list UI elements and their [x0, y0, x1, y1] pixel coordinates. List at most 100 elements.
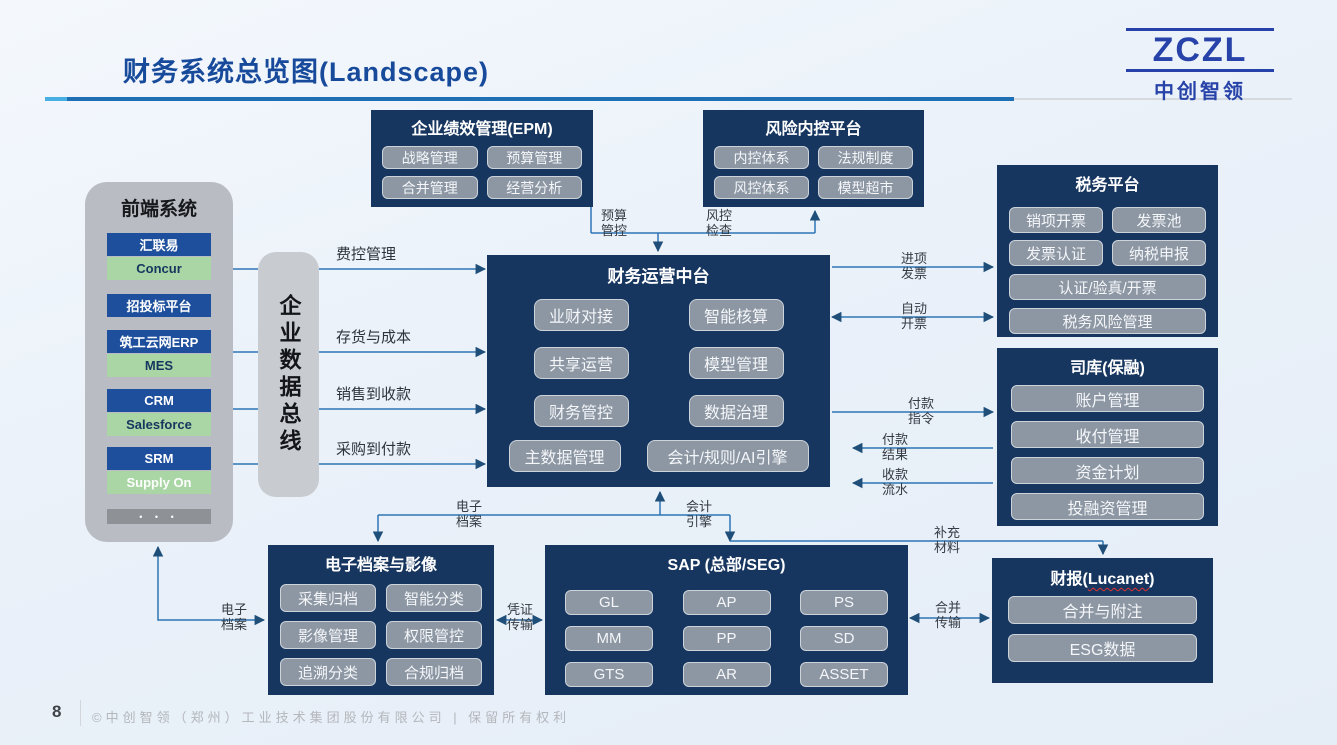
treasury-item-fund-planning: 资金计划: [1011, 457, 1204, 484]
tax-item-invoice-pool: 发票池: [1112, 207, 1206, 233]
archive-item-collect: 采集归档: [280, 584, 376, 612]
flow-label-procure-to-pay: 采购到付款: [336, 441, 412, 458]
core-item-business-finance: 业财对接: [533, 299, 629, 331]
frontend-item-crm: CRM: [107, 389, 211, 412]
frontend-item-mes: MES: [107, 354, 211, 377]
title-underline-main: [67, 97, 1014, 101]
company-logo: ZCZL 中创智领: [1126, 28, 1274, 104]
flow-label-inventory-cost: 存货与成本: [336, 329, 412, 346]
risk-item-internal-control: 内控体系: [714, 146, 809, 169]
finance-core-title: 财务运营中台: [607, 267, 710, 286]
sap-item-sd: SD: [800, 626, 888, 651]
sap-box: SAP (总部/SEG) GL AP PS MM PP SD GTS AR AS…: [545, 545, 908, 695]
logo-abbr: ZCZL: [1126, 28, 1274, 73]
treasury-box: 司库(保融) 账户管理 收付管理 资金计划 投融资管理: [997, 348, 1218, 526]
frontend-title: 前端系统: [120, 199, 197, 220]
tax-item-tax-filing: 纳税申报: [1112, 240, 1206, 266]
report-item-esg-data: ESG数据: [1008, 634, 1197, 662]
core-item-model-management: 模型管理: [688, 347, 784, 379]
archive-item-image-mgmt: 影像管理: [280, 621, 376, 649]
archive-item-trace: 追溯分类: [280, 658, 376, 686]
title-underline-accent: [45, 97, 67, 101]
tax-item-tax-risk: 税务风险管理: [1009, 308, 1206, 334]
enterprise-data-bus: 企业数据总线: [258, 252, 319, 497]
sap-item-pp: PP: [682, 626, 771, 651]
flow-label-earchive-center: 电子档案: [455, 499, 482, 529]
frontend-item-supply-on: Supply On: [107, 471, 211, 494]
frontend-item-salesforce: Salesforce: [107, 413, 211, 436]
archive-box: 电子档案与影像 采集归档 智能分类 影像管理 权限管控 追溯分类 合规归档: [268, 545, 494, 695]
bus-label: 企业数据总线: [276, 293, 302, 456]
finance-core-box: 财务运营中台 业财对接 智能核算 共享运营 模型管理 财务管控 数据治理 主数据…: [487, 255, 830, 487]
report-title-suffix: ): [1149, 571, 1155, 588]
flow-label-payment-order: 付款指令: [907, 396, 934, 426]
epm-item-strategy: 战略管理: [382, 146, 478, 169]
sap-title: SAP (总部/SEG): [667, 557, 786, 574]
epm-title: 企业绩效管理(EPM): [411, 121, 553, 138]
footer-divider: [80, 700, 81, 726]
logo-name: 中创智领: [1154, 81, 1246, 104]
report-title-name: Lucanet: [1087, 571, 1150, 588]
flow-label-earchive-left: 电子档案: [220, 602, 247, 632]
treasury-item-account-mgmt: 账户管理: [1011, 385, 1204, 412]
core-item-data-governance: 数据治理: [688, 395, 784, 427]
report-item-consolidation-notes: 合并与附注: [1008, 596, 1197, 624]
flow-label-fee-control: 费控管理: [336, 246, 397, 263]
sap-item-mm: MM: [565, 626, 653, 651]
tax-item-auth-verify-invoice: 认证/验真/开票: [1009, 274, 1206, 300]
flow-label-sales-to-cash: 销售到收款: [336, 386, 412, 403]
report-title-prefix: 财报(: [1050, 571, 1088, 588]
tax-box: 税务平台 销项开票 发票池 发票认证 纳税申报 认证/验真/开票 税务风险管理: [997, 165, 1218, 337]
risk-item-risk-system: 风控体系: [714, 176, 809, 199]
frontend-item-bidding: 招投标平台: [107, 294, 211, 317]
treasury-item-payment-mgmt: 收付管理: [1011, 421, 1204, 448]
page-title: 财务系统总览图(Landscape): [123, 57, 490, 87]
sap-item-ps: PS: [800, 590, 888, 615]
epm-item-budget: 预算管理: [486, 146, 582, 169]
frontend-item-srm: SRM: [107, 447, 211, 470]
flow-label-voucher-transfer: 凭证传输: [506, 602, 533, 632]
tax-item-invoice-auth: 发票认证: [1009, 240, 1103, 266]
core-item-shared-operations: 共享运营: [533, 347, 629, 379]
sap-item-ar: AR: [682, 662, 771, 687]
flow-label-budget-control: 预算管控: [600, 208, 627, 238]
treasury-title: 司库(保融): [1070, 360, 1145, 377]
archive-item-smart-classify: 智能分类: [386, 584, 482, 612]
flow-label-consolidation-transfer: 合并传输: [934, 600, 961, 630]
page-number: 8: [52, 702, 62, 721]
frontend-item-huilianyi: 汇联易: [107, 233, 211, 256]
core-item-master-data: 主数据管理: [508, 440, 621, 472]
flow-label-auto-invoice: 自动开票: [900, 301, 927, 331]
frontend-item-zhugong-erp: 筑工云网ERP: [107, 330, 211, 353]
frontend-more-ellipsis: • • •: [107, 509, 211, 524]
flow-label-input-invoice: 进项发票: [900, 251, 927, 281]
archive-title: 电子档案与影像: [324, 557, 437, 574]
sap-item-gl: GL: [565, 590, 653, 615]
risk-item-model-market: 模型超市: [818, 176, 913, 199]
report-box: 财报(Lucanet) 合并与附注 ESG数据: [992, 558, 1213, 683]
flow-label-risk-check: 风控检查: [705, 208, 732, 238]
frontend-item-concur: Concur: [107, 257, 211, 280]
frontend-panel: 前端系统 汇联易 Concur 招投标平台 筑工云网ERP MES CRM Sa…: [85, 182, 233, 542]
flow-label-receipt-flow: 收款流水: [881, 467, 908, 497]
archive-item-permission: 权限管控: [386, 621, 482, 649]
archive-item-compliance: 合规归档: [386, 658, 482, 686]
epm-box: 企业绩效管理(EPM) 战略管理 预算管理 合并管理 经营分析: [371, 110, 593, 207]
sap-item-ap: AP: [682, 590, 771, 615]
title-underline-tail: [1014, 98, 1292, 100]
epm-item-analysis: 经营分析: [486, 176, 582, 199]
epm-item-consolidation: 合并管理: [382, 176, 478, 199]
report-title: 财报(Lucanet): [992, 565, 1213, 589]
flow-label-accounting-engine: 会计引擎: [685, 499, 712, 529]
sap-item-asset: ASSET: [800, 662, 888, 687]
core-item-accounting-rules-ai: 会计/规则/AI引擎: [646, 440, 809, 472]
tax-title: 税务平台: [1075, 177, 1140, 194]
core-item-smart-accounting: 智能核算: [688, 299, 784, 331]
footer-copyright: ©中创智领（郑州）工业技术集团股份有限公司 | 保留所有权利: [92, 710, 571, 725]
core-item-finance-control: 财务管控: [533, 395, 629, 427]
risk-box: 风险内控平台 内控体系 法规制度 风控体系 模型超市: [703, 110, 924, 207]
tax-item-output-invoice: 销项开票: [1009, 207, 1103, 233]
flow-label-payment-result: 付款结果: [881, 432, 908, 462]
sap-item-gts: GTS: [565, 662, 653, 687]
